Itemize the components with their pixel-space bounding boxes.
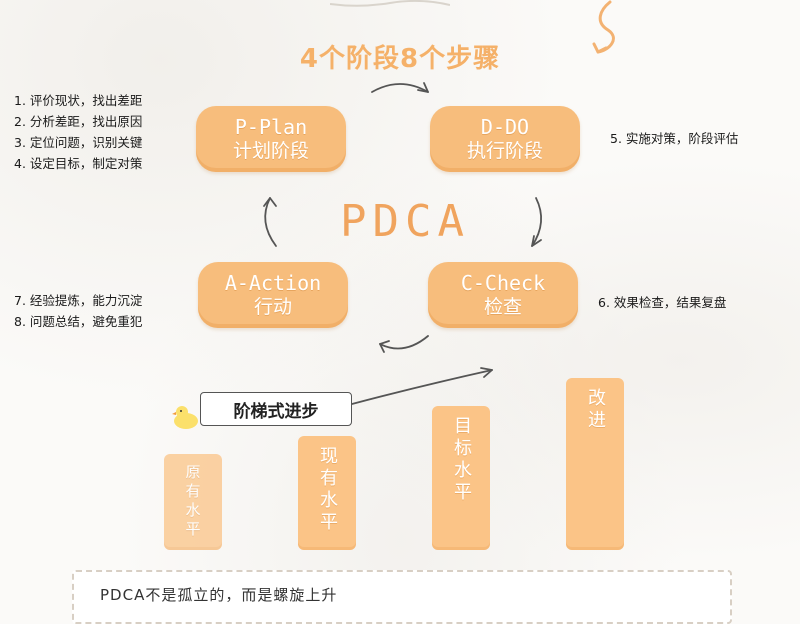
stage-action-cn: 行动 [253, 296, 292, 318]
background [0, 0, 800, 600]
arrow-do-to-check-icon [531, 197, 542, 247]
bar-original-level: 原有水平 [164, 454, 222, 550]
stage-do-cn: 执行阶段 [466, 140, 543, 162]
bar-target-level: 目标水平 [432, 406, 490, 550]
stage-check-box: C-Check 检查 [428, 262, 578, 328]
ladder-label: 阶梯式进步 [200, 392, 352, 426]
progress-arrow-icon [351, 369, 493, 405]
stage-plan-cn: 计划阶段 [232, 140, 309, 162]
list-item: 7. 经验提炼，能力沉淀 [14, 293, 143, 308]
plan-steps-list: 1. 评价现状，找出差距 2. 分析差距，找出原因 3. 定位问题，识别关键 4… [14, 90, 142, 174]
list-item: 1. 评价现状，找出差距 [14, 93, 143, 108]
bottom-note-text: PDCA不是孤立的，而是螺旋上升 [100, 586, 338, 604]
stage-check-cn: 检查 [483, 296, 522, 318]
list-item: 3. 定位问题，识别关键 [14, 135, 143, 150]
bar-current-level: 现有水平 [298, 436, 356, 550]
bar-label: 原有水平 [183, 464, 202, 540]
do-step-note: 5. 实施对策，阶段评估 [610, 131, 739, 146]
bar-label: 现有水平 [317, 446, 338, 534]
swirl-doodle-icon [592, 0, 615, 54]
bar-improvement: 改进 [566, 378, 624, 550]
cycle-arrows [263, 82, 542, 405]
arrow-action-to-plan-icon [264, 197, 277, 247]
check-step-note: 6. 效果检查，结果复盘 [598, 295, 727, 310]
top-decoration [330, 0, 450, 7]
list-item: 8. 问题总结，避免重犯 [14, 314, 143, 329]
stage-do-en: D-DO [480, 115, 530, 139]
arrow-plan-to-do-icon [371, 83, 429, 93]
action-steps-list: 7. 经验提炼，能力沉淀 8. 问题总结，避免重犯 [14, 290, 142, 332]
duck-icon [172, 406, 198, 429]
stage-plan-en: P-Plan [234, 115, 308, 139]
list-item: 4. 设定目标，制定对策 [14, 156, 143, 171]
stage-do-box: D-DO 执行阶段 [430, 106, 580, 172]
arrow-check-to-action-icon [379, 335, 429, 350]
stage-plan-box: P-Plan 计划阶段 [196, 106, 346, 172]
list-item: 2. 分析差距，找出原因 [14, 114, 143, 129]
pdca-center-label: PDCA [340, 196, 470, 247]
stage-check-en: C-Check [460, 271, 546, 295]
bar-label: 目标水平 [451, 416, 472, 504]
bar-label: 改进 [585, 388, 606, 432]
page-title: 4个阶段8个步骤 [299, 44, 501, 74]
stage-action-en: A-Action [224, 271, 322, 295]
stage-action-box: A-Action 行动 [198, 262, 348, 328]
